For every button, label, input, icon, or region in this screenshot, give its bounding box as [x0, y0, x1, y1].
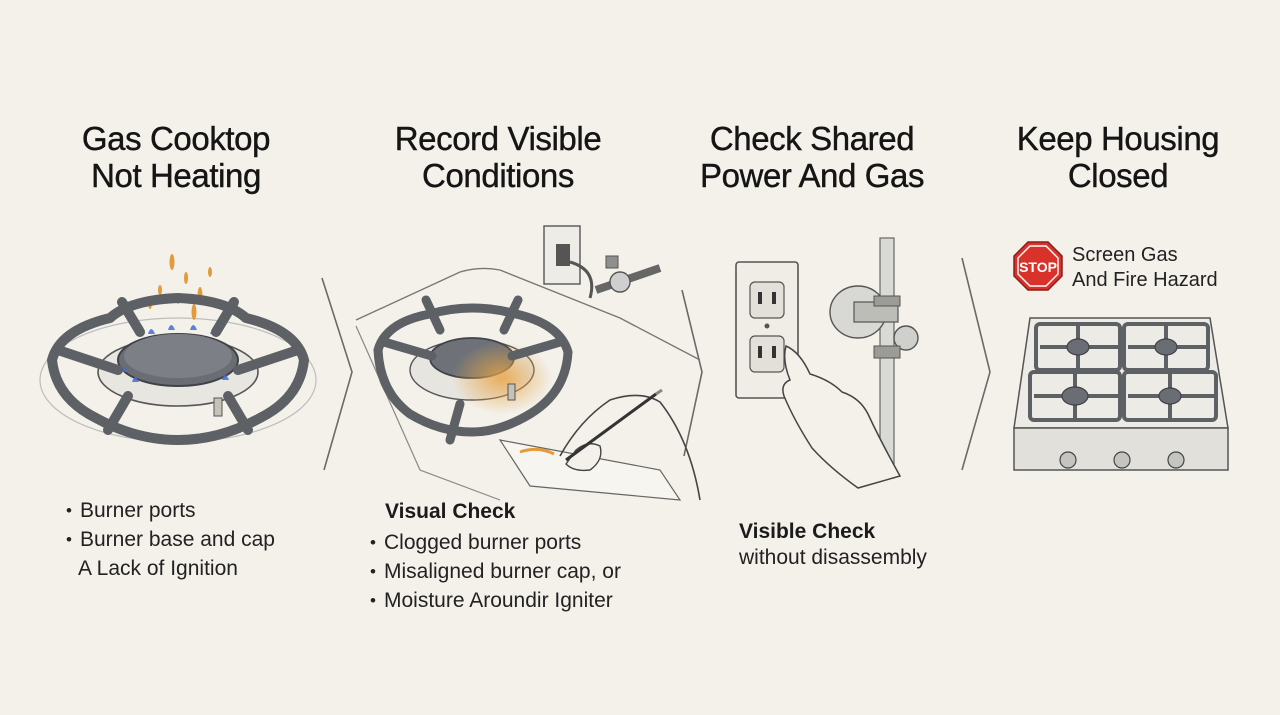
- chevron-right-icon: [681, 289, 703, 457]
- visible-check-note: without disassembly: [739, 546, 927, 569]
- cooktop-sketch-icon: [355, 225, 701, 501]
- outlet-icon: [735, 261, 799, 399]
- step-2-title-line-2: Conditions: [422, 157, 575, 194]
- step-4-title: Keep Housing Closed: [996, 120, 1240, 194]
- chevron-right-icon: [961, 257, 991, 471]
- list-item: Burner ports: [66, 496, 275, 525]
- list-item: Moisture Aroundir Igniter: [370, 586, 621, 615]
- step-1-title-line-1: Gas Cooktop: [81, 120, 271, 157]
- step-2-title: Record Visible Conditions: [360, 120, 636, 194]
- step-1-title: Gas Cooktop Not Heating: [40, 120, 312, 194]
- step-4-title-line-2: Closed: [1067, 157, 1169, 194]
- step-3-title: Check Shared Power And Gas: [680, 120, 944, 194]
- stop-sign-icon: STOP: [1013, 241, 1063, 291]
- list-item: Misaligned burner cap, or: [370, 557, 621, 586]
- step-4-title-line-1: Keep Housing: [1016, 120, 1220, 157]
- step-1-title-line-2: Not Heating: [91, 157, 262, 194]
- step-2-list: Clogged burner ports Misaligned burner c…: [370, 528, 621, 615]
- step-3-title-line-1: Check Shared: [709, 120, 915, 157]
- hazard-label: Screen Gas And Fire Hazard: [1072, 243, 1218, 293]
- gas-valve-icon: [829, 237, 919, 479]
- hazard-line-1: Screen Gas: [1072, 244, 1178, 266]
- visual-check-heading: Visual Check: [385, 500, 516, 523]
- step-1-list: Burner ports Burner base and cap A Lack …: [66, 496, 275, 583]
- list-item: Burner base and cap: [66, 525, 275, 554]
- stop-sign-text: STOP: [1019, 259, 1057, 275]
- step-3-title-line-2: Power And Gas: [699, 157, 925, 194]
- list-item: Clogged burner ports: [370, 528, 621, 557]
- hazard-line-2: And Fire Hazard: [1072, 269, 1218, 291]
- step-2-title-line-1: Record Visible: [394, 120, 602, 157]
- list-item: A Lack of Ignition: [78, 557, 238, 580]
- burner-icon: [39, 254, 317, 445]
- visible-check-heading: Visible Check: [739, 520, 876, 543]
- chevron-right-icon: [321, 277, 353, 471]
- hand-icon: [782, 344, 902, 489]
- cooktop-icon: [1013, 317, 1229, 471]
